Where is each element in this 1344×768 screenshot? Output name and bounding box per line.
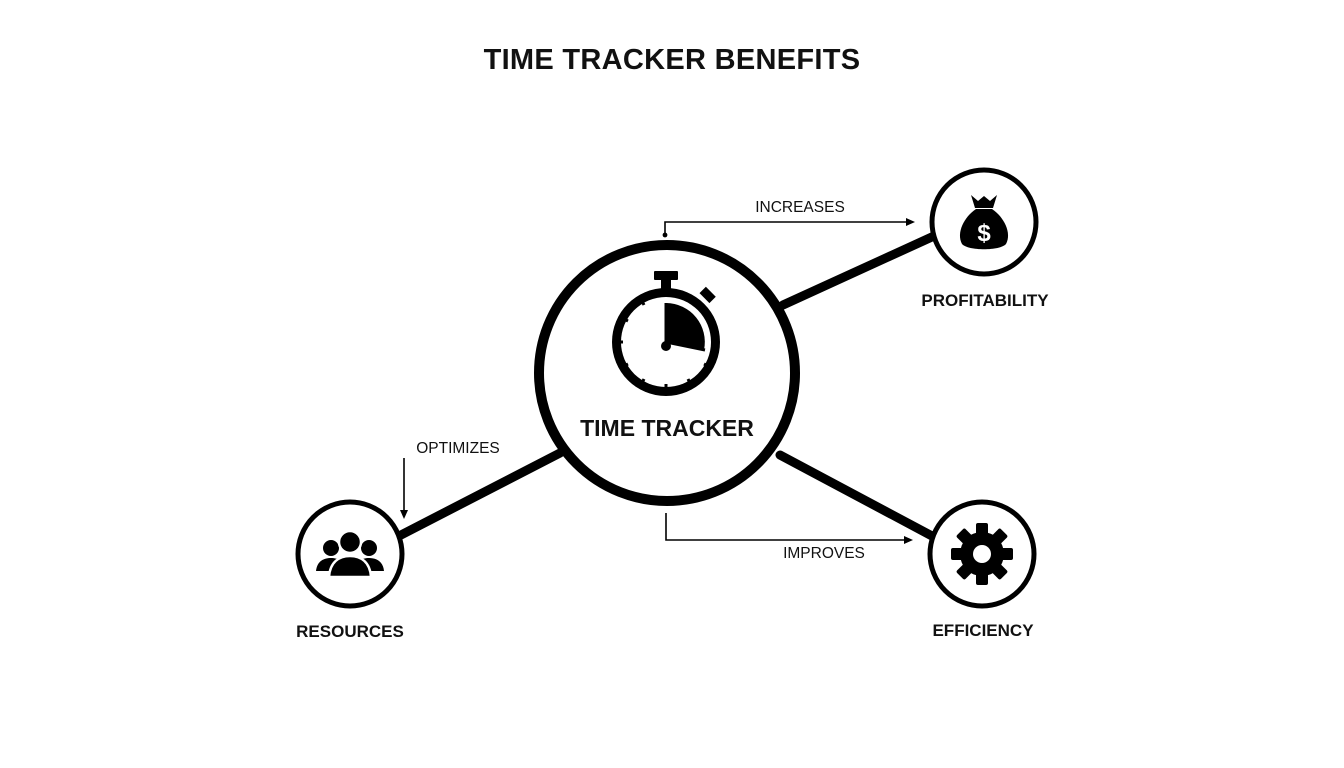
svg-text:$: $	[977, 220, 991, 247]
optimizes-label: OPTIMIZES	[416, 440, 500, 457]
gear-icon	[951, 523, 1013, 585]
connector-center-efficiency	[775, 450, 937, 541]
improves-label: IMPROVES	[783, 545, 865, 562]
resources-label: RESOURCES	[296, 622, 404, 641]
connector-center-profitability	[778, 231, 939, 310]
increases-label: INCREASES	[755, 199, 845, 216]
improves-arrow	[665, 513, 913, 544]
optimizes-arrow	[400, 458, 408, 519]
money-bag-icon: $	[959, 195, 1009, 250]
efficiency-label: EFFICIENCY	[932, 621, 1034, 640]
stopwatch-icon	[612, 271, 720, 396]
diagram-title: TIME TRACKER BENEFITS	[483, 44, 861, 76]
connector-center-resources	[396, 448, 565, 540]
people-group-icon	[316, 529, 384, 579]
profitability-label: PROFITABILITY	[921, 291, 1049, 310]
increases-arrow	[662, 218, 915, 238]
center-node-label: TIME TRACKER	[580, 415, 754, 441]
